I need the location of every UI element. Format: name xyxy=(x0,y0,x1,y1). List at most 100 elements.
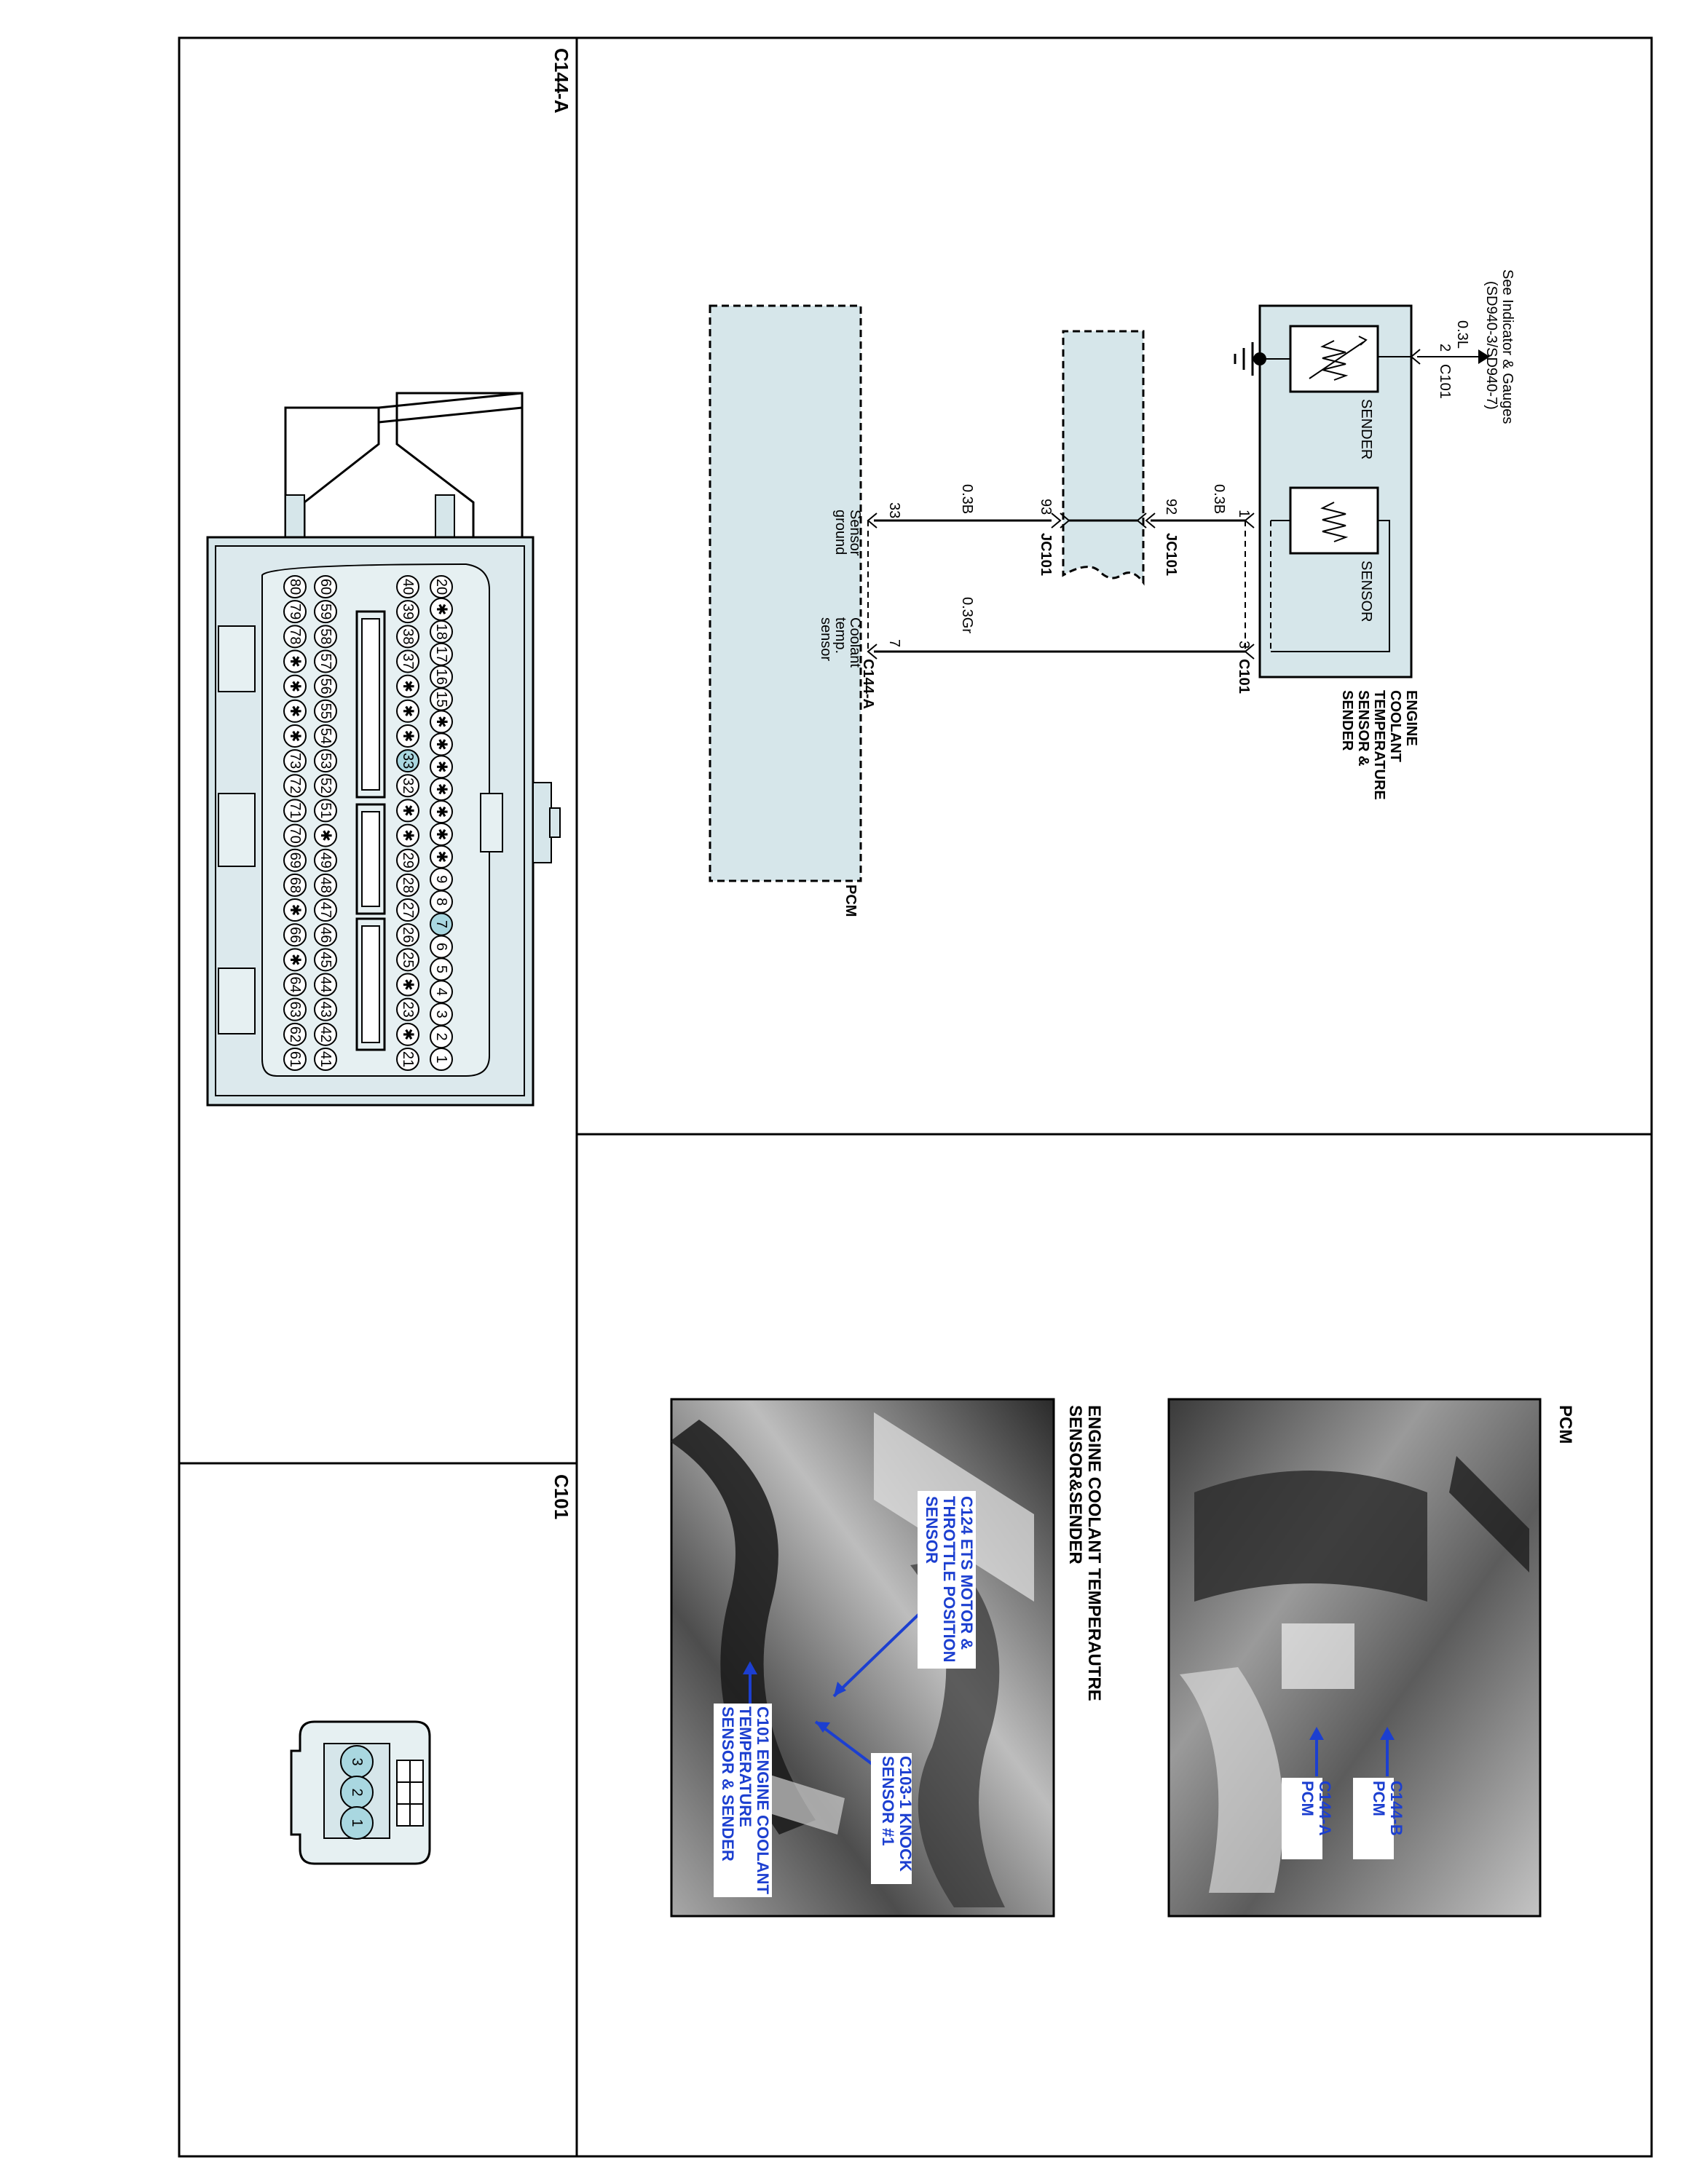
pin-number: 71 xyxy=(287,802,303,818)
pin-number: 79 xyxy=(287,604,303,620)
pin-cavity xyxy=(396,600,419,624)
pin-cavity xyxy=(314,997,337,1021)
see-indicator-gauges: See Indicator & Gauges xyxy=(1499,269,1515,424)
wire-0.3L: 0.3L xyxy=(1454,320,1470,349)
pin-number: ✱ xyxy=(433,738,449,751)
pin-cavity xyxy=(283,799,307,823)
pin-cavity xyxy=(314,724,337,748)
pin-cavity xyxy=(283,898,307,922)
pin-cavity xyxy=(314,973,337,997)
pin-cavity xyxy=(283,749,307,773)
pin-number: 3 xyxy=(349,1757,365,1765)
pin-number: 58 xyxy=(318,628,334,644)
c101-conn-label: C101 xyxy=(1236,659,1252,694)
pin-number: 72 xyxy=(287,778,303,794)
pin-cavity xyxy=(283,948,307,972)
pin-number: 64 xyxy=(287,976,303,992)
sensor-label: SENSOR xyxy=(1358,561,1374,622)
pin-number: 21 xyxy=(400,1051,416,1067)
pin-cavity xyxy=(314,1048,337,1071)
pin-cavity xyxy=(396,799,419,823)
pin-cavity xyxy=(396,699,419,723)
pin-number: 29 xyxy=(400,852,416,869)
pin-cavity xyxy=(396,873,419,897)
coolant-temp-label-2: temp. xyxy=(832,617,848,654)
pin-cavity xyxy=(314,873,337,897)
pin-number: ✱ xyxy=(400,829,416,842)
pin-cavity xyxy=(396,774,419,798)
pin-number: 15 xyxy=(433,691,449,707)
pin-cavity xyxy=(283,699,307,723)
pin-number: 41 xyxy=(318,1051,334,1067)
pin-number: 2 xyxy=(433,1033,449,1041)
pin-number: 4 xyxy=(433,988,449,996)
pin-7-label: 7 xyxy=(886,639,902,647)
sensor-ground-label-2: ground xyxy=(832,510,848,555)
c101-connector: 321 xyxy=(290,1720,431,1865)
ect-photo-title-1: ENGINE COOLANT TEMPERAUTRE xyxy=(1084,1405,1104,1701)
sensor-element xyxy=(1289,486,1379,555)
c101-callout-1: C101 ENGINE COOLANT xyxy=(754,1706,772,1894)
pin-number: 40 xyxy=(400,579,416,595)
photos-panel: PCM C144-B PCM C144-A PCM ENGINE COOLANT… xyxy=(670,1398,1575,1918)
pin-cavity xyxy=(396,848,419,872)
pin-cavity xyxy=(283,625,307,649)
pin-cavity xyxy=(396,625,419,649)
pin-number: ✱ xyxy=(400,978,416,991)
pin-number: 42 xyxy=(318,1026,334,1042)
pin-number: 63 xyxy=(287,1002,303,1018)
pin-number: 57 xyxy=(318,653,334,669)
coolant-temp-label-3: sensor xyxy=(818,617,834,661)
pin-cavity xyxy=(314,749,337,773)
c101-top-label: C101 xyxy=(1437,364,1453,399)
pin-number: 70 xyxy=(287,827,303,843)
pin-number: 60 xyxy=(318,579,334,595)
c144a-pin-grid: 20✱18171615✱✱✱✱✱✱✱98765432140393837✱✱✱33… xyxy=(283,575,453,1071)
pin-number: 5 xyxy=(433,965,449,973)
pin-cavity xyxy=(314,848,337,872)
pin-number: 33 xyxy=(400,753,416,769)
pin-cavity xyxy=(396,575,419,598)
c144a-connector: 20✱18171615✱✱✱✱✱✱✱98765432140393837✱✱✱33… xyxy=(206,392,561,1107)
pin-33-label: 33 xyxy=(886,502,902,518)
pin-number: 26 xyxy=(400,927,416,943)
pin-number: ✱ xyxy=(433,604,449,616)
pin-number: 25 xyxy=(400,951,416,968)
pin-cavity xyxy=(283,873,307,897)
pin-cavity xyxy=(283,724,307,748)
pin-number: 51 xyxy=(318,802,334,818)
pin-number: 73 xyxy=(287,753,303,769)
pin-number: 1 xyxy=(433,1055,449,1063)
pin-number: ✱ xyxy=(433,828,449,841)
pin-cavity xyxy=(396,724,419,748)
pin-number: ✱ xyxy=(433,806,449,818)
pin-number: 23 xyxy=(400,1002,416,1018)
pin-cavity xyxy=(283,973,307,997)
pcm-label: PCM xyxy=(843,885,859,917)
pin-cavity xyxy=(314,923,337,947)
pin-number: ✱ xyxy=(433,716,449,728)
pin-number: 46 xyxy=(318,927,334,943)
pin-number: 3 xyxy=(433,1010,449,1018)
ect-photo-title-2: SENSOR&SENDER xyxy=(1065,1405,1085,1564)
pin-cavity xyxy=(283,649,307,673)
pin-number: 39 xyxy=(400,604,416,620)
sender-element xyxy=(1289,325,1379,393)
pin-cavity xyxy=(283,923,307,947)
pin-number: ✱ xyxy=(287,655,303,668)
see-reference-code: (SD940-3/SD940-7) xyxy=(1483,281,1499,410)
ect-title-line: SENDER xyxy=(1339,690,1355,751)
pin-cavity xyxy=(396,1022,419,1046)
c144a-conn-label: C144-A xyxy=(860,659,876,709)
pin-cavity xyxy=(314,575,337,598)
pin-number: 80 xyxy=(287,579,303,595)
pin-number: 49 xyxy=(318,852,334,869)
pin-number: 32 xyxy=(400,778,416,794)
c124-callout-2: THROTTLE POSITION xyxy=(940,1496,958,1663)
pin-2-label: 2 xyxy=(1437,344,1453,352)
pin-number: ✱ xyxy=(400,705,416,717)
pin-number: 47 xyxy=(318,902,334,918)
